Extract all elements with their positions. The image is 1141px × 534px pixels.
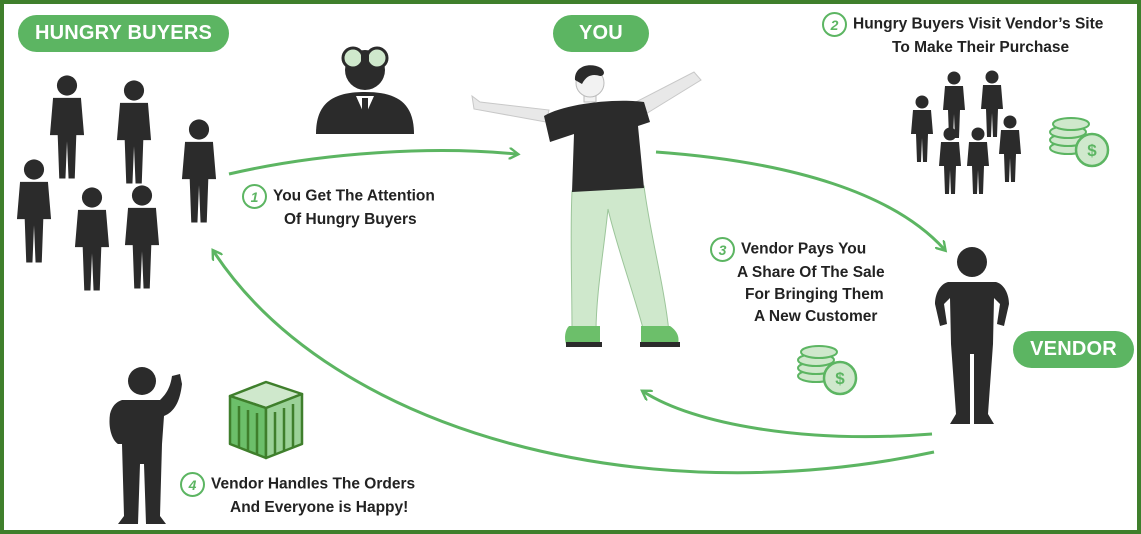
hungry-buyers-label: HUNGRY BUYERS xyxy=(18,15,229,52)
arrow-vendor-to-buyers xyxy=(214,252,935,475)
buyer-figure xyxy=(116,80,152,184)
you-label: YOU xyxy=(553,15,649,52)
vendor-figure xyxy=(935,247,1009,424)
step-4-number: 4 xyxy=(180,472,205,497)
visitor-figure xyxy=(967,127,989,194)
arrow-you-to-vendor xyxy=(655,150,944,249)
you-figure xyxy=(471,65,702,347)
step-2-number: 2 xyxy=(822,12,847,37)
buyer-figure xyxy=(74,187,110,291)
dollar-coin-stack-icon xyxy=(1048,116,1110,168)
arrow-buyers-to-you xyxy=(228,151,516,176)
step-2-line-2: To Make Their Purchase xyxy=(892,39,1070,56)
visitor-figure xyxy=(999,115,1021,182)
visitor-figure xyxy=(911,95,933,162)
visitor-figure xyxy=(943,71,965,138)
dollar-coin-stack-icon xyxy=(796,344,858,396)
step-3-line-2: A Share Of The Sale xyxy=(737,264,885,281)
vendor-label: VENDOR xyxy=(1013,331,1134,368)
step-3-line-4: A New Customer xyxy=(754,308,878,325)
step-1-number: 1 xyxy=(242,184,267,209)
wooden-crate-icon xyxy=(228,380,304,460)
happy-customer-figure xyxy=(109,367,182,524)
infographic-art: $ xyxy=(16,46,1110,524)
buyer-figure xyxy=(16,159,52,263)
step-3-line-3: For Bringing Them xyxy=(745,286,884,303)
binoculars-watcher xyxy=(316,46,414,134)
buyer-figure xyxy=(49,75,85,179)
step-1-line-2: Of Hungry Buyers xyxy=(284,211,417,228)
hungry-buyers-crowd xyxy=(16,75,217,291)
binoculars-icon xyxy=(341,46,389,70)
step-3-number: 3 xyxy=(710,237,735,262)
visitor-figure xyxy=(981,70,1003,137)
buyer-figure xyxy=(124,185,160,289)
step-4-line-2: And Everyone is Happy! xyxy=(230,499,409,516)
buyers-visiting-crowd xyxy=(911,70,1021,194)
buyer-figure xyxy=(181,119,217,223)
arrow-vendor-to-you xyxy=(644,392,933,439)
